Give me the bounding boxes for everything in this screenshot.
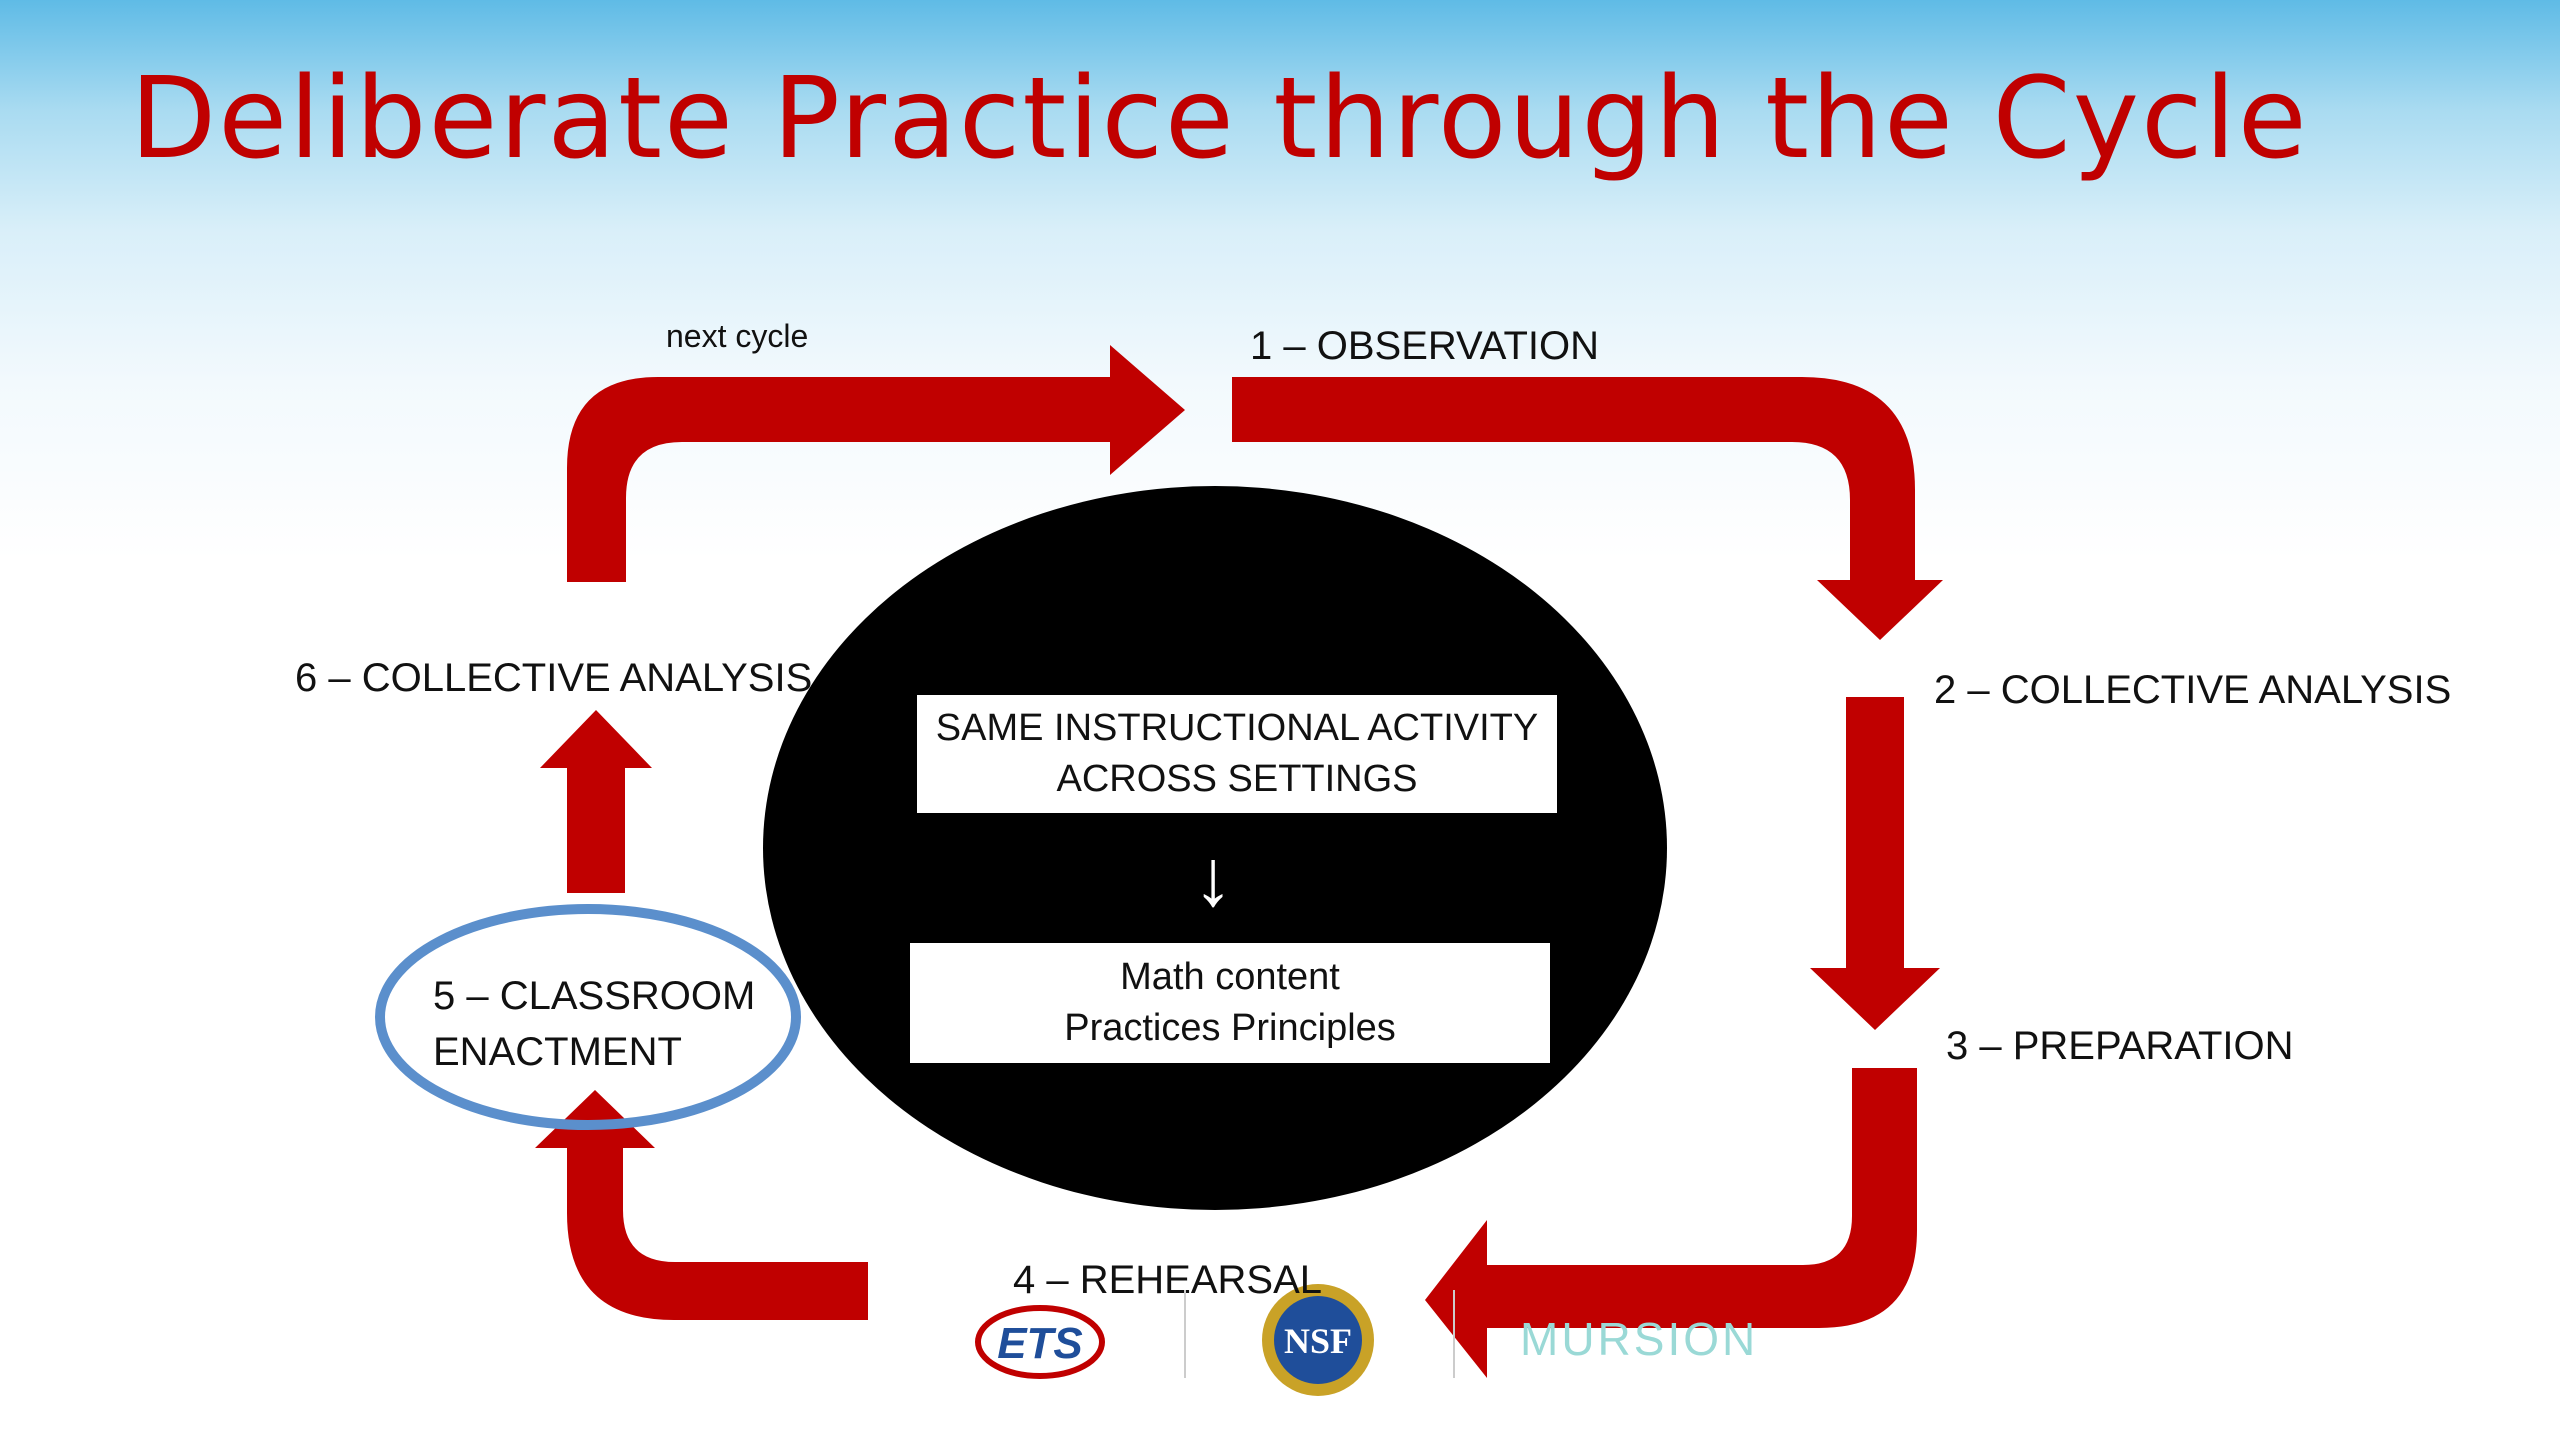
activity-box: SAME INSTRUCTIONAL ACTIVITY ACROSS SETTI… xyxy=(917,695,1557,813)
stage-3-preparation: 3 – PREPARATION xyxy=(1946,1024,2294,1068)
content-box-line-1: Math content xyxy=(1120,955,1340,998)
activity-box-line-2: ACROSS SETTINGS xyxy=(1056,758,1418,800)
arrow-enactment-to-analysis xyxy=(540,710,652,893)
highlight-ring xyxy=(375,904,801,1130)
stage-5-line-1: 5 – CLASSROOM xyxy=(433,974,756,1018)
down-arrow-icon: ↓ xyxy=(1193,833,1233,922)
activity-box-line-1: SAME INSTRUCTIONAL ACTIVITY xyxy=(935,706,1539,749)
logo-divider-1 xyxy=(1184,1290,1186,1378)
stage-4-rehearsal: 4 – REHEARSAL xyxy=(1013,1258,1323,1302)
arrow-analysis-to-preparation xyxy=(1810,697,1940,1030)
next-cycle-label: next cycle xyxy=(666,318,809,354)
stage-6-collective-analysis: 6 – COLLECTIVE ANALYSIS xyxy=(295,656,813,700)
stage-2-collective-analysis: 2 – COLLECTIVE ANALYSIS xyxy=(1934,668,2452,712)
content-box: Math content Practices Principles xyxy=(910,943,1550,1063)
arrow-preparation-to-rehearsal xyxy=(1425,1068,1917,1378)
stage-5-line-2: ENACTMENT xyxy=(433,1030,682,1074)
ets-logo-text: ETS xyxy=(997,1319,1083,1368)
slide-title: Deliberate Practice through the Cycle xyxy=(130,54,2309,184)
ets-logo: ETS xyxy=(975,1305,1105,1379)
stage-1-observation: 1 – OBSERVATION xyxy=(1250,324,1600,368)
logo-divider-2 xyxy=(1453,1290,1455,1378)
content-box-line-2: Practices Principles xyxy=(1064,1007,1396,1049)
arrow-observation-to-analysis xyxy=(1232,377,1943,640)
nsf-logo-text: NSF xyxy=(1284,1321,1352,1361)
mursion-logo: MURSION xyxy=(1520,1313,1759,1365)
stage-5-classroom-enactment: 5 – CLASSROOM ENACTMENT xyxy=(433,968,755,1080)
arrow-rehearsal-to-enactment xyxy=(535,1090,868,1320)
arrow-next-cycle xyxy=(567,345,1185,582)
nsf-logo: NSF xyxy=(1262,1284,1374,1396)
